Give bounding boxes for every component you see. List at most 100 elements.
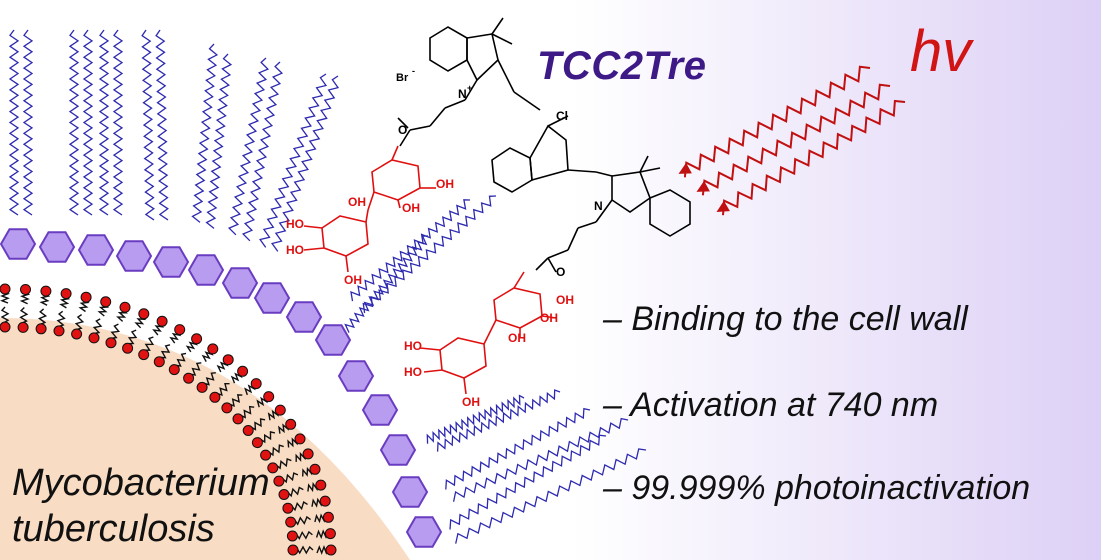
lipid-head (20, 284, 31, 295)
mycolic-chain (8, 29, 20, 216)
lipid-head (324, 528, 336, 540)
oh-label: OH (436, 177, 454, 191)
mycolic-chain (362, 195, 497, 314)
lipid-head (251, 437, 263, 449)
mycolic-chain (455, 448, 647, 544)
wall-hexagon (285, 301, 323, 333)
lipid-head (260, 449, 272, 461)
lipid-head (222, 354, 234, 366)
light-wave (683, 65, 871, 178)
n-label: N (594, 199, 603, 213)
light-waves (678, 65, 906, 216)
lipid-head (100, 296, 112, 308)
ho-label: HO (404, 365, 422, 379)
lipid-head (242, 425, 254, 436)
ho-label: HO (286, 243, 304, 257)
indole-ring-left-benzene (429, 26, 468, 72)
oh-label: OH (344, 273, 362, 287)
light-label: hv (910, 19, 972, 84)
mycolic-chain (449, 434, 607, 530)
lipid-head (183, 372, 195, 384)
lipid-head (278, 489, 290, 500)
lipid-head (263, 391, 275, 403)
mycolic-chain (241, 61, 284, 242)
lipid-head (250, 378, 262, 390)
lipid-head (88, 332, 100, 344)
wall-hexagon (221, 267, 259, 299)
lipid-head (209, 391, 221, 403)
bullet-photoinactivation: – 99.999% photoinactivation (603, 469, 1031, 507)
lipid-head (325, 544, 337, 556)
lipid-head (232, 413, 244, 425)
organism-genus: Mycobacterium (12, 462, 270, 504)
lipid-head (207, 343, 219, 355)
chem-labels: Br - N + Cl N O O OH OH OH HO HO OH OH O… (286, 66, 603, 409)
lipid-head (286, 530, 298, 542)
wall-hexagon (405, 516, 443, 548)
wall-hexagon (115, 240, 153, 272)
mycolic-chain (426, 394, 525, 444)
lipid-head (0, 321, 11, 333)
oh-label: OH (348, 195, 366, 209)
oh-label: OH (540, 311, 558, 325)
o-label-right: O (556, 265, 565, 279)
mycolic-chain (271, 75, 340, 252)
lipid-head (221, 402, 233, 414)
lipid-head (285, 516, 297, 528)
cell-wall-hexagons (0, 228, 443, 548)
wall-hexagon (361, 394, 399, 426)
lipid-head (71, 328, 83, 340)
lipid-head (282, 502, 294, 514)
light-arrowhead (696, 180, 710, 192)
lipid-head (80, 291, 92, 303)
o-label-left: O (398, 123, 407, 137)
lipid-head (309, 463, 321, 475)
bullet-binding: – Binding to the cell wall (603, 300, 968, 338)
indole-ring-right-benzene (649, 189, 691, 237)
wall-hexagon (379, 434, 417, 466)
light-wave (722, 99, 906, 216)
oh-label: OH (556, 293, 574, 307)
mycolic-chain (22, 29, 34, 216)
n-plus-label: N (458, 87, 467, 101)
mycolic-chain (205, 53, 233, 229)
lipid-head (287, 544, 299, 556)
mycolic-chain (191, 43, 219, 223)
wall-hexagon (0, 228, 37, 260)
mycolic-acid-chains (8, 29, 647, 544)
mycolic-chain (445, 407, 591, 490)
lipid-head (105, 337, 117, 349)
lipid-bilayer (0, 283, 337, 556)
light-arrowhead (678, 162, 692, 174)
lipid-head (315, 479, 327, 491)
mycolic-chain (141, 29, 155, 221)
mycolic-chain (259, 73, 328, 248)
lipid-head (319, 495, 331, 507)
ho-label: HO (286, 217, 304, 231)
wall-hexagon (391, 476, 429, 508)
wall-hexagon (77, 234, 115, 266)
indole-ring-left-pyrrole (466, 33, 499, 82)
organism-label: Mycobacterium tuberculosis (12, 460, 270, 552)
indene-cyclopentene (529, 124, 569, 182)
lipid-head (0, 283, 11, 295)
tcc2tre-molecule (397, 17, 691, 273)
lipid-head (60, 288, 72, 300)
lipid-head (119, 301, 131, 313)
mycolic-chain (344, 235, 429, 333)
lipid-head (138, 308, 150, 320)
wall-hexagon (38, 231, 76, 263)
lipid-head (302, 448, 314, 460)
oh-label: OH (402, 201, 420, 215)
mycolic-chain (155, 29, 169, 221)
compound-title: TCC2Tre (537, 44, 707, 88)
trehalose-left (303, 145, 436, 273)
chloro-label: Cl (556, 109, 568, 123)
mycolic-chain (68, 29, 80, 216)
wall-hexagon (253, 282, 291, 314)
light-arrowhead (716, 200, 730, 212)
lipid-head (322, 511, 334, 523)
mycolic-chain (436, 389, 561, 452)
bromide-label: Br (396, 72, 409, 84)
